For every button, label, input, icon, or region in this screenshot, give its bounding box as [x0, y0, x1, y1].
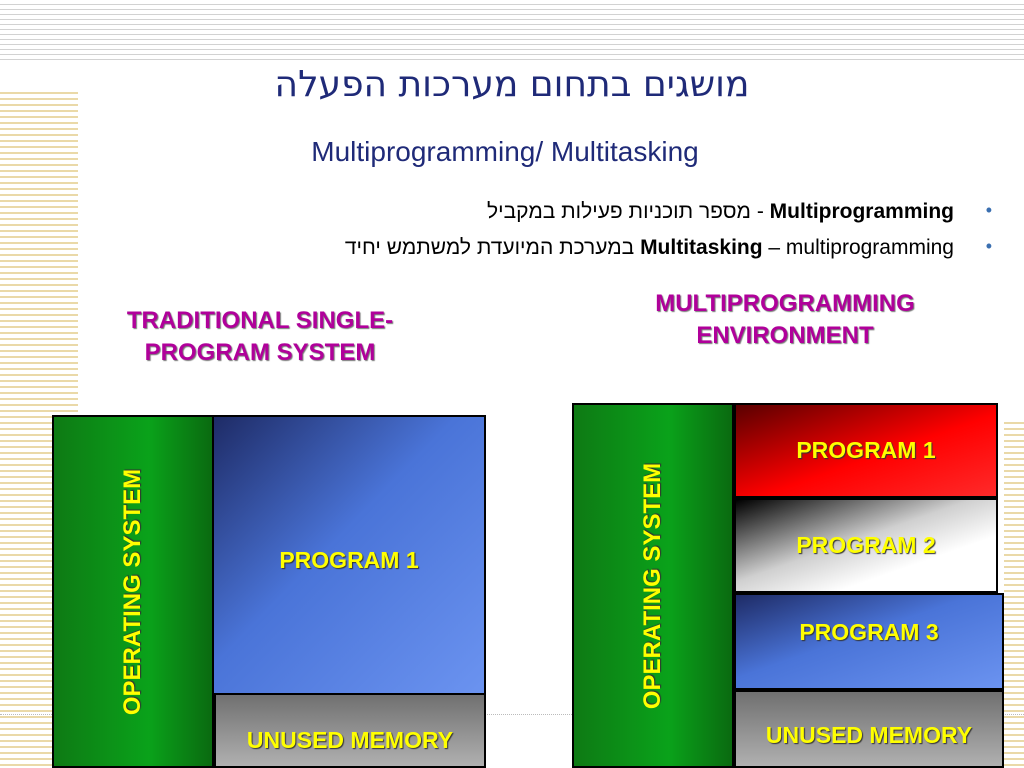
- multiprogramming-heading: MULTIPROGRAMMING ENVIRONMENT: [655, 290, 915, 349]
- left-os-label: OPERATING SYSTEM: [119, 468, 146, 715]
- striped-band-top: [0, 0, 1024, 62]
- right-program2-label: PROGRAM 2: [796, 532, 936, 558]
- slide-subtitle: Multiprogramming/ Multitasking: [311, 136, 699, 167]
- right-os-label: OPERATING SYSTEM: [639, 462, 666, 709]
- left-unused-block: UNUSED MEMORY: [214, 693, 486, 768]
- right-unused-block: UNUSED MEMORY: [734, 690, 1004, 768]
- right-program1-block: PROGRAM 1: [734, 403, 998, 498]
- dotted-divider: [0, 714, 1024, 715]
- right-program3-block: PROGRAM 3: [734, 593, 1004, 690]
- striped-band-right-lower: [1004, 418, 1024, 768]
- left-program1-label: PROGRAM 1: [279, 547, 419, 573]
- right-program1-label: PROGRAM 1: [796, 437, 936, 463]
- right-os-block: OPERATING SYSTEM: [572, 403, 734, 768]
- left-os-block: OPERATING SYSTEM: [52, 415, 214, 768]
- right-program2-block: PROGRAM 2: [734, 498, 998, 593]
- bullet-text: – multiprogramming במערכת המיועדת למשתמש…: [344, 236, 954, 259]
- left-unused-label: UNUSED MEMORY: [246, 727, 454, 753]
- bullet-term: Multitasking: [640, 236, 763, 259]
- right-program3-label: PROGRAM 3: [799, 619, 939, 645]
- bullet-text: - מספר תוכניות פעילות במקביל: [487, 200, 764, 223]
- bullet-dot-icon: •: [985, 236, 992, 256]
- bullet-multiprogramming: • Multiprogramming - מספר תוכניות פעילות…: [487, 200, 992, 224]
- striped-band-left-lower: [0, 418, 52, 768]
- single-program-heading: TRADITIONAL SINGLE-PROGRAM SYSTEM: [126, 307, 394, 366]
- striped-band-left: [0, 88, 78, 418]
- slide-title: מושגים בתחום מערכות הפעלה: [274, 64, 750, 105]
- bullet-multitasking: • Multitasking – multiprogramming במערכת…: [344, 236, 992, 260]
- bullet-term: Multiprogramming: [769, 200, 954, 223]
- left-program1-block: PROGRAM 1: [212, 415, 486, 695]
- bullet-dot-icon: •: [985, 200, 992, 220]
- right-unused-label: UNUSED MEMORY: [765, 722, 973, 748]
